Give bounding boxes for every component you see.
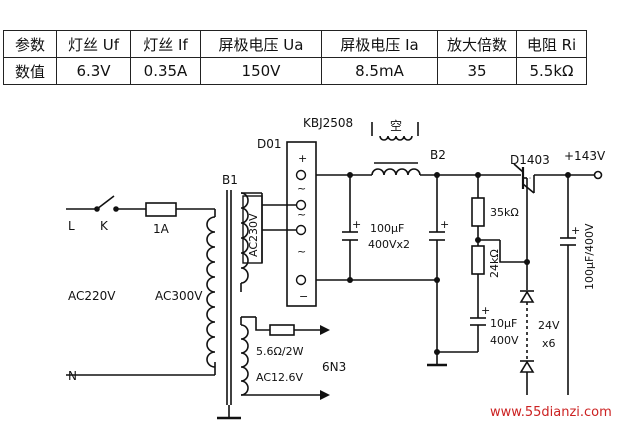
ac230-label-box	[242, 195, 263, 264]
junction-dot	[434, 172, 440, 178]
bridge-tilde-symbol: ~	[297, 208, 306, 221]
table-value-row: 数值 6.3V 0.35A 150V 8.5mA 35 5.5kΩ	[3, 57, 587, 85]
bridge-ref-label: D01	[257, 137, 282, 151]
bridge-tilde-symbol: ~	[297, 245, 306, 258]
choke-ref-label: B2	[430, 148, 446, 162]
table-cell: 数值	[3, 57, 57, 85]
transformer-heater-secondary	[240, 324, 249, 396]
table-cell: 5.5kΩ	[516, 57, 587, 85]
cap-plus-symbol: +	[571, 224, 580, 237]
junction-dot	[434, 349, 440, 355]
resistor-35k	[471, 197, 485, 227]
resistor-lower-label: 24kΩ	[488, 249, 501, 278]
resistor-upper-label: 35kΩ	[490, 206, 519, 219]
wire-heater-to-resistor	[255, 317, 270, 331]
small-cap-label: 10μF	[490, 317, 517, 330]
bridge-minus-symbol: −	[299, 290, 308, 303]
bridge-pin-plus	[295, 169, 307, 181]
main-cap-label: 100μF	[370, 222, 404, 235]
transistor-collector	[513, 163, 524, 173]
transformer-primary-winding	[206, 216, 216, 368]
mains-voltage-label: AC220V	[68, 289, 116, 303]
tube-label: 6N3	[322, 360, 346, 374]
bridge-pin-ac1	[295, 199, 307, 211]
bridge-rectifier-body	[286, 141, 317, 307]
choke-inductor	[371, 168, 421, 176]
table-header-row: 参数 灯丝 Uf 灯丝 If 屏极电压 Ua 屏极电压 Ia 放大倍数 电阻 R…	[3, 30, 587, 58]
transistor-ref-label: D1403	[510, 153, 550, 167]
choke-note-label: 空	[390, 119, 402, 133]
arrow-icon	[320, 390, 330, 400]
output-voltage-label: +143V	[564, 149, 606, 163]
output-cap-label: 100μF/400V	[583, 223, 596, 290]
heater-resistor	[269, 324, 295, 336]
bridge-tilde-symbol: ~	[297, 182, 306, 195]
table-cell: 150V	[200, 57, 322, 85]
bridge-model-label: KBJ2508	[303, 116, 353, 130]
bridge-pin-minus	[295, 274, 307, 286]
transformer-ref-label: B1	[222, 173, 238, 187]
table-cell: 电阻 Ri	[516, 30, 587, 58]
fuse-label: 1A	[153, 222, 170, 236]
switch-l-label: L	[68, 219, 75, 233]
junction-dot	[347, 277, 353, 283]
cap-plus-symbol: +	[481, 304, 490, 317]
switch-lever	[96, 195, 115, 210]
transistor-emitter	[522, 183, 535, 194]
junction-dot	[524, 259, 530, 265]
junction-dot	[347, 172, 353, 178]
junction-dot	[565, 172, 571, 178]
parameter-table: 参数 灯丝 Uf 灯丝 If 屏极电压 Ua 屏极电压 Ia 放大倍数 电阻 R…	[3, 30, 587, 85]
junction-dot	[475, 172, 481, 178]
choke-aux-winding	[379, 135, 413, 141]
cap-plus-symbol: +	[440, 218, 449, 231]
secondary-voltage-label: AC300V	[155, 289, 203, 303]
cap-plus-symbol: +	[352, 218, 361, 231]
zener-diode	[519, 360, 535, 373]
resistor-24k	[471, 245, 485, 275]
fuse-1a	[145, 202, 177, 217]
table-cell: 屏极电压 Ua	[200, 30, 322, 58]
transformer-hv-secondary	[240, 192, 249, 284]
table-cell: 6.3V	[56, 57, 131, 85]
table-cell: 0.35A	[130, 57, 201, 85]
watermark-text: www.55dianzi.com	[490, 405, 612, 420]
table-cell: 灯丝 Uf	[56, 30, 131, 58]
junction-dot	[475, 237, 481, 243]
output-terminal	[593, 170, 603, 180]
zener-diode	[519, 290, 535, 303]
bridge-input-label: AC230V	[247, 213, 260, 257]
table-cell: 8.5mA	[321, 57, 438, 85]
heater-voltage-label: AC12.6V	[256, 371, 304, 384]
heater-resistor-label: 5.6Ω/2W	[256, 345, 304, 358]
switch-k-label: K	[100, 219, 109, 233]
zener-count-label: x6	[542, 337, 556, 350]
arrow-icon	[320, 325, 330, 335]
table-cell: 参数	[3, 30, 57, 58]
small-cap-rating-label: 400V	[490, 334, 519, 347]
junction-dot	[434, 277, 440, 283]
bridge-pin-ac2	[295, 224, 307, 236]
neutral-label: N	[68, 369, 77, 383]
main-cap-rating-label: 400Vx2	[368, 238, 410, 251]
wire-to-zener	[499, 240, 527, 263]
zener-voltage-label: 24V	[538, 319, 560, 332]
bridge-plus-symbol: +	[298, 152, 307, 165]
